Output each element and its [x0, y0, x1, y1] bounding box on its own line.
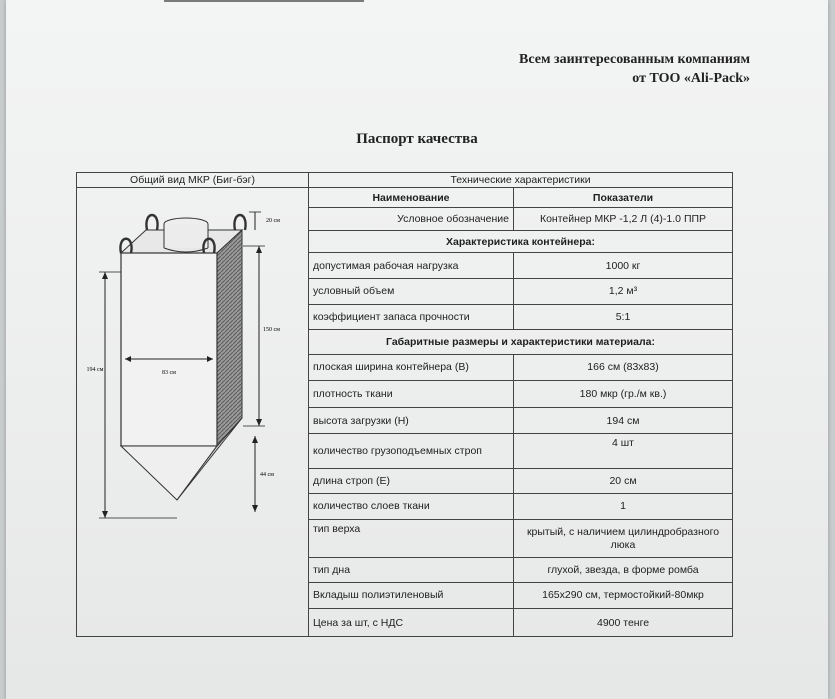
section-container-heading: Характеристика контейнера: [307, 229, 734, 254]
row-name: коэффициент запаса прочности [308, 303, 514, 331]
designation-value: Контейнер МКР -1,2 Л (4)-1.0 ППР [512, 207, 734, 231]
row-name: условный объем [308, 278, 514, 305]
total-height-label: 194 см [87, 367, 104, 373]
col-header-name: Наименование [308, 186, 514, 209]
row-value: 1,2 м³ [512, 278, 734, 305]
row-name: Вкладыш полиэтиленовый [308, 581, 514, 610]
bag-front-face [120, 252, 218, 447]
row-name: количество грузоподъемных строп [308, 433, 514, 470]
body-height-label: 150 см [263, 327, 280, 333]
col-header-value: Показатели [512, 186, 734, 209]
quality-passport-table: Общий вид МКР (Биг-бэг) Технические хара… [76, 172, 734, 637]
row-value: 1 [512, 492, 734, 521]
row-value: глухой, звезда, в форме ромба [512, 557, 734, 583]
row-name: тип дна [308, 557, 514, 583]
row-value: 4 шт [512, 433, 734, 470]
bottom-height-label: 44 см [260, 472, 274, 478]
row-name: длина строп (Е) [308, 468, 514, 494]
loop-front-right [202, 237, 216, 254]
row-value: 166 см (83х83) [512, 353, 734, 382]
row-name: плотность ткани [308, 380, 514, 408]
row-value: 180 мкр (гр./м кв.) [512, 380, 734, 408]
designation-name: Условное обозначение [308, 207, 514, 231]
section-material-heading: Габаритные размеры и характеристики мате… [307, 329, 734, 355]
bag-side-face [216, 228, 243, 448]
loop-height-label: 20 см [266, 218, 280, 224]
row-value: 4900 тенге [512, 608, 734, 637]
loop-back-left [145, 213, 159, 231]
left-column-header: Общий вид МКР (Биг-бэг) [76, 172, 309, 188]
loop-back-right [233, 213, 247, 231]
row-name: допустимая рабочая нагрузка [308, 252, 514, 280]
row-value: 194 см [512, 406, 734, 435]
row-value: 5:1 [512, 303, 734, 331]
loop-front-left [119, 237, 133, 254]
row-value: 165х290 см, термостойкий-80мкр [512, 581, 734, 610]
row-name: высота загрузки (Н) [308, 406, 514, 435]
bag-bottom-cone-side [176, 417, 243, 501]
width-label: 83 см [162, 370, 176, 376]
row-value: 20 см [512, 468, 734, 494]
addressee-line-1: Всем заинтересованным компаниям [519, 52, 750, 67]
addressee-line-2: от ТОО «Ali-Pack» [632, 71, 750, 86]
bag-bottom-cone [119, 445, 218, 501]
row-name: плоская ширина контейнера (В) [308, 353, 514, 382]
bigbag-diagram-cell: 83 см 194 см 20 см 150 см [76, 187, 309, 637]
bigbag-diagram: 83 см 194 см 20 см 150 см [87, 211, 280, 519]
row-name: тип верха [308, 519, 514, 559]
row-value: крытый, с наличием цилиндробразного люка [512, 519, 734, 559]
row-name: количество слоев ткани [308, 492, 514, 521]
right-column-header: Технические характеристики [307, 172, 734, 188]
row-value: 1000 кг [512, 252, 734, 280]
document-title: Паспорт качества [356, 131, 478, 147]
row-name: Цена за шт, с НДС [308, 608, 514, 637]
top-rule [164, 0, 364, 2]
